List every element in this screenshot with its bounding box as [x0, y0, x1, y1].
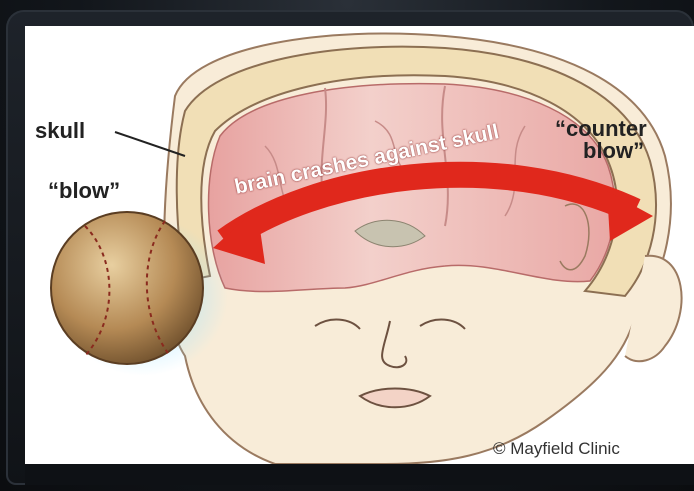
credit-text: © Mayfield Clinic: [493, 439, 620, 459]
skull-label: skull: [35, 118, 85, 144]
baseball-icon: [51, 212, 203, 364]
counter-blow-label-line2: blow”: [583, 138, 644, 164]
monitor-chin: [25, 464, 694, 485]
blow-label: “blow”: [48, 178, 120, 204]
diagram-image: skull “blow” “counter blow” brain crashe…: [25, 26, 694, 464]
concussion-illustration: [25, 26, 694, 464]
